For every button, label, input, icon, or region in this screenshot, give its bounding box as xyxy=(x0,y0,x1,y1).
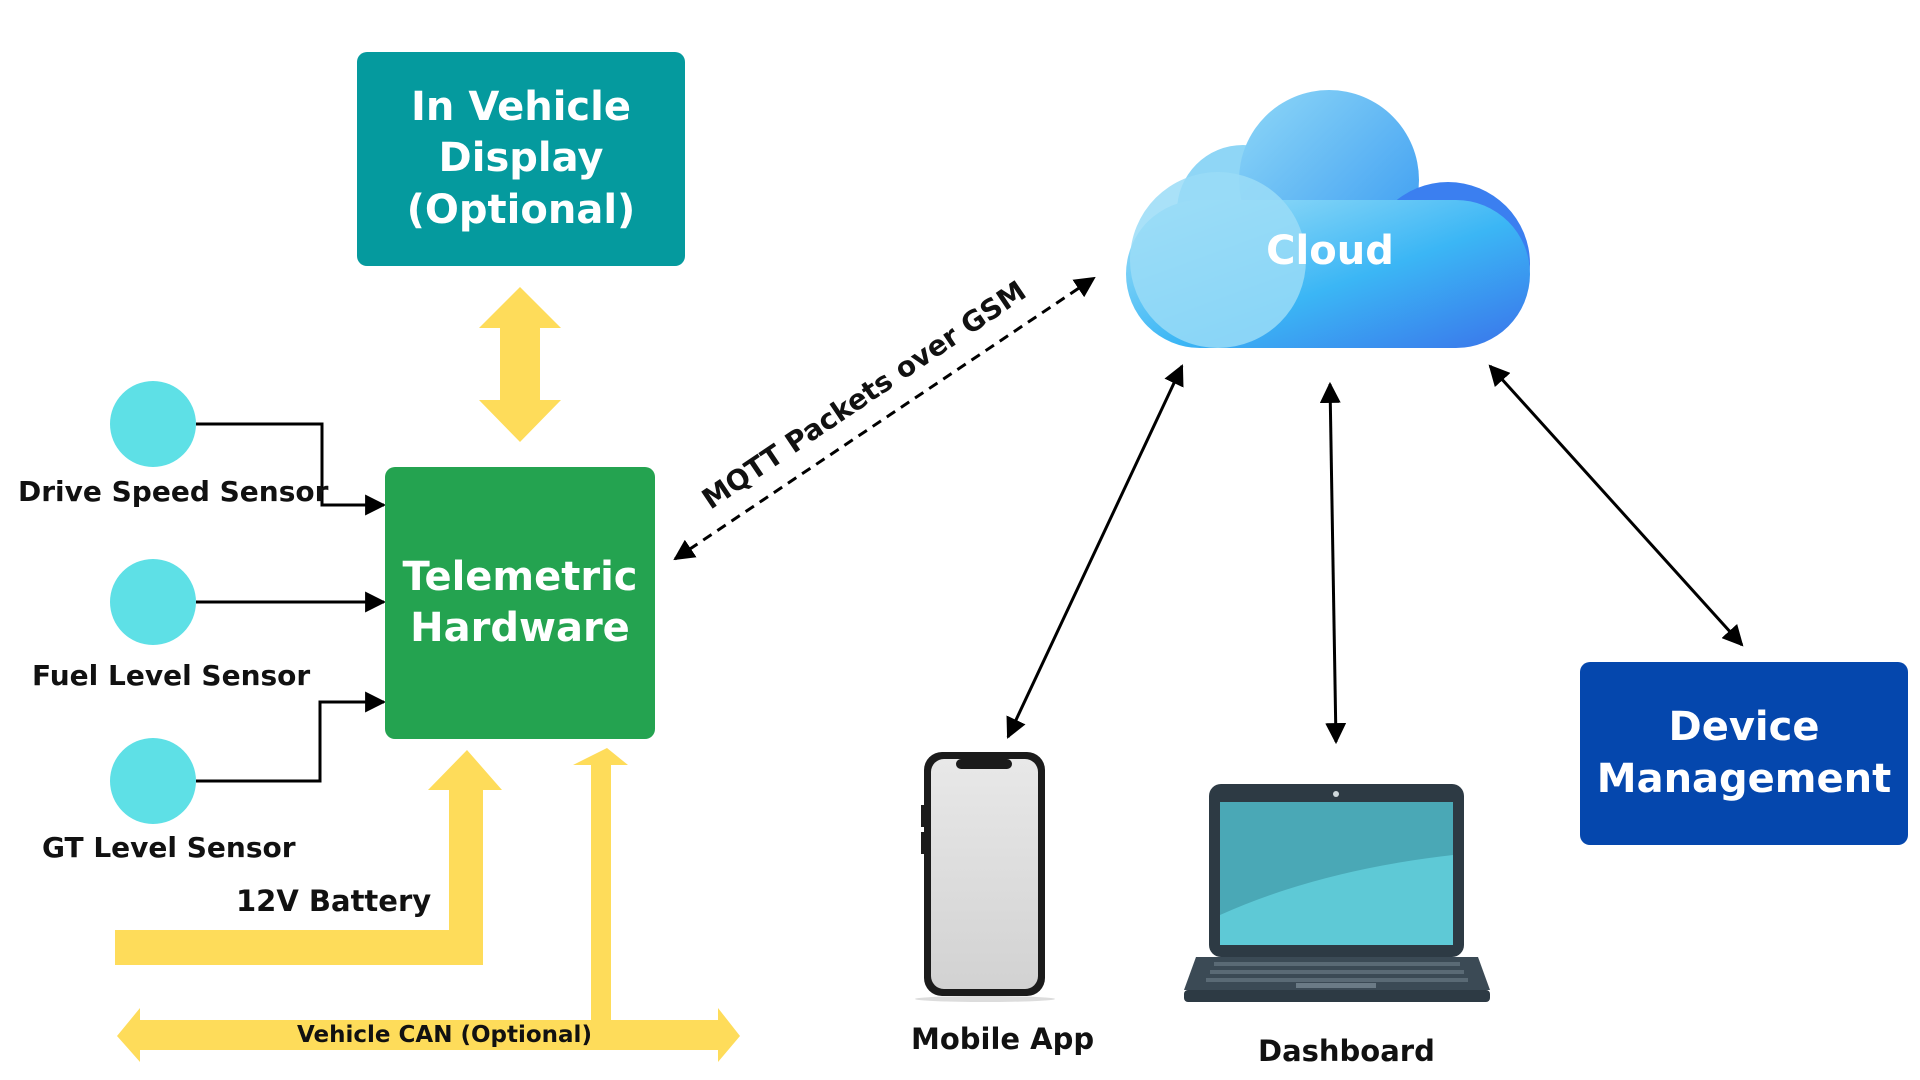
sensor-connectors xyxy=(196,422,387,783)
drive-speed-sensor-label: Drive Speed Sensor xyxy=(18,475,329,508)
gt-level-sensor-icon xyxy=(110,738,196,824)
battery-arrow xyxy=(115,750,502,965)
cloud-label: Cloud xyxy=(1266,228,1394,274)
laptop-icon xyxy=(1184,784,1490,1002)
cloud-connectors xyxy=(1006,364,1744,745)
fuel-level-sensor-label: Fuel Level Sensor xyxy=(32,659,311,692)
can-label: Vehicle CAN (Optional) xyxy=(297,1022,592,1048)
telemetric-hardware-box: Telemetric Hardware xyxy=(385,467,655,739)
smartphone-icon xyxy=(915,752,1055,1002)
fuel-level-sensor-icon xyxy=(110,559,196,645)
gt-level-sensor-label: GT Level Sensor xyxy=(42,831,296,864)
mobile-app-label: Mobile App xyxy=(911,1022,1095,1056)
device-management-box: Device Management xyxy=(1580,662,1908,845)
battery-label: 12V Battery xyxy=(236,884,432,918)
can-vertical-arrow xyxy=(573,748,628,1022)
cloud-icon xyxy=(1126,90,1530,348)
can-bus-arrow xyxy=(117,1008,740,1062)
display-telemetric-arrow xyxy=(479,287,561,442)
in-vehicle-display-box: In Vehicle Display (Optional) xyxy=(357,52,685,266)
dashboard-label: Dashboard xyxy=(1258,1034,1435,1068)
mqtt-dashed-arrow xyxy=(673,276,1096,561)
drive-speed-sensor-icon xyxy=(110,381,196,467)
